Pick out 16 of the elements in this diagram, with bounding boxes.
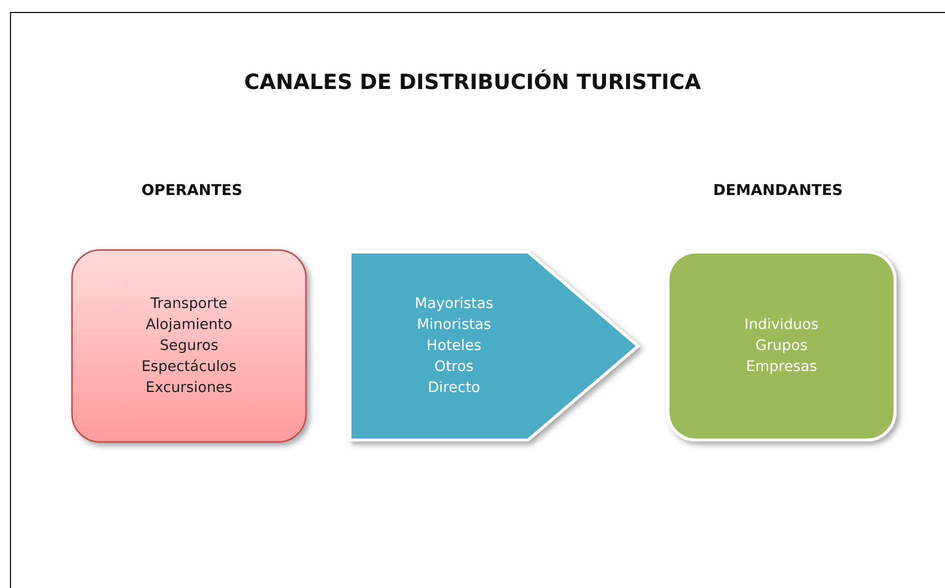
item-text: Hoteles xyxy=(426,336,482,356)
title: CANALES DE DISTRIBUCIÓN TURISTICA xyxy=(243,70,702,94)
item-text: Mayoristas xyxy=(414,294,494,314)
column-heading: DEMANDANTES xyxy=(713,181,843,199)
item-text: Seguros xyxy=(160,336,218,356)
item-text: Empresas xyxy=(746,358,818,376)
column-heading: OPERANTES xyxy=(142,181,242,199)
item-text: Directo xyxy=(428,378,480,398)
item-text: Grupos xyxy=(755,336,808,356)
item-text: Individuos xyxy=(744,316,819,334)
item-text: Minoristas xyxy=(416,316,492,334)
item-text: Espectáculos xyxy=(141,358,236,376)
item-text: Otros xyxy=(434,358,474,376)
item-text: Transporte xyxy=(150,294,228,314)
item-text: Excursiones xyxy=(146,378,232,398)
item-text: Alojamiento xyxy=(146,316,232,334)
